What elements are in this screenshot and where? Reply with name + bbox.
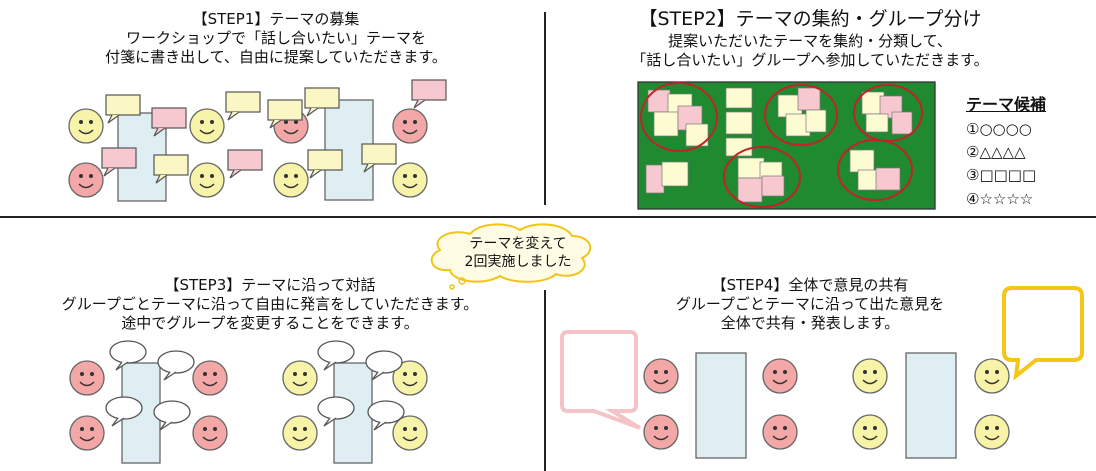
theme-candidates-legend: テーマ候補 ①○○○○ ②△△△△ ③□□□□ ④☆☆☆☆ [966,93,1046,211]
step1-illustration [68,79,447,202]
participant-face [762,358,798,394]
sticky-note [153,154,189,184]
participant-face [192,415,228,451]
step4-line2: 全体で共有・発表します。 [720,313,900,332]
participant-face [273,162,309,198]
cloud-text: テーマを変えて 2回実施しました [448,236,588,271]
participant-face [974,358,1010,394]
step3-text: 【STEP3】テーマに沿って対話 グループごとテーマに沿って自由に発言をしていた… [10,276,530,332]
sticky-notes-on-board [645,87,913,203]
sticky-note [227,149,263,179]
participant-face [192,360,228,396]
step1-line1: ワークショップで「話し合いたい」テーマを [125,28,426,47]
sticky-note [151,107,187,137]
participant-face [643,414,679,450]
cloud-line1: テーマを変えて [469,236,567,252]
group-circle [764,84,838,146]
legend-title: テーマ候補 [966,95,1047,114]
participant-face [392,415,428,451]
step2-text: 【STEP2】テーマの集約・グループ分け 提案いただいたテーマを集約・分類して、… [560,8,1060,69]
table [905,352,957,459]
sticky-note [361,143,397,173]
speech-bubble [157,350,195,381]
step1-text: 【STEP1】テーマの募集 ワークショップで「話し合いたい」テーマを 付箋に書き… [66,10,486,66]
sticky-note [411,79,447,109]
pink-speech-bubble [560,330,642,430]
step3-illustration [69,340,428,464]
participant-face [643,358,679,394]
step4-illustration [560,286,1084,459]
candidate-item: ①○○○○ [966,119,1032,138]
group-circle [723,146,801,208]
participant-face [189,108,225,144]
cloud-line2: 2回実施しました [464,253,572,270]
participant-face [282,415,318,451]
group-circle [837,139,913,201]
step2-illustration [637,81,936,210]
participant-face [852,414,888,450]
step3-title: 【STEP3】テーマに沿って対話 [164,276,376,294]
step1-title: 【STEP1】テーマの募集 [192,10,360,28]
participant-face [974,414,1010,450]
step4-line1: グループごとテーマに沿って出た意見を [675,294,945,313]
sticky-note [225,91,261,121]
step2-title: 【STEP2】テーマの集約・グループ分け [638,8,982,30]
group-circle [640,82,718,152]
participant-face [68,162,104,198]
thought-cloud [430,223,592,290]
participant-face [189,162,225,198]
candidate-item: ④☆☆☆☆ [966,189,1034,208]
yellow-speech-bubble [1002,286,1084,381]
participant-face [392,162,428,198]
step4-title: 【STEP4】全体で意見の共有 [711,276,909,294]
step3-line1: グループごとテーマに沿って自由に発言をしていただきます。 [61,294,479,313]
step3-line2: 途中でグループを変更することをできます。 [121,313,419,332]
participant-face [68,108,104,144]
participant-face [762,414,798,450]
candidate-item: ③□□□□ [966,166,1037,185]
participant-face [69,360,105,396]
participant-face [282,360,318,396]
step4-text: 【STEP4】全体で意見の共有 グループごとテーマに沿って出た意見を 全体で共有… [620,276,1000,332]
participant-face [69,415,105,451]
participant-face [852,358,888,394]
step2-line1: 提案いただいたテーマを集約・分類して、 [668,31,952,50]
participant-face [392,108,428,144]
step2-line2: 「話し合いたい」グループへ参加していただきます。 [631,50,989,69]
step1-line2: 付箋に書き出して、自由に提案していただきます。 [105,47,447,66]
candidate-item: ②△△△△ [966,143,1026,162]
table [695,352,747,459]
